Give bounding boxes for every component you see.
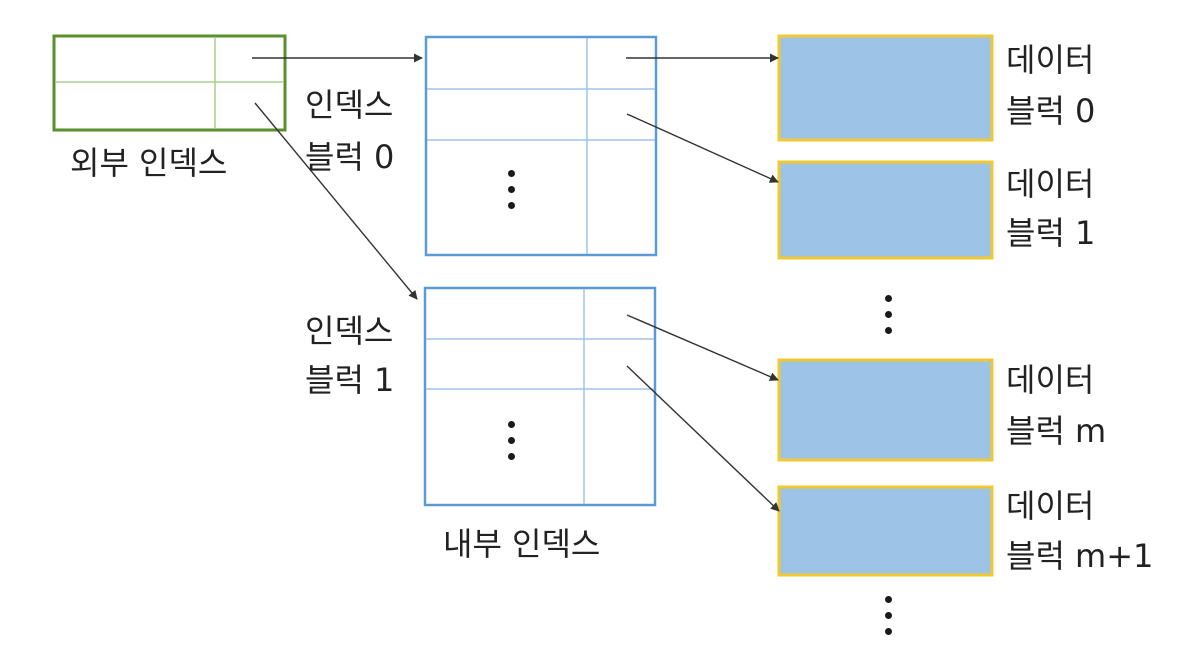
inner-index-group-label: 내부 인덱스 [443,525,601,563]
inner-index-0-label-line2: 블럭 0 [305,138,395,176]
data-block-0-label-line2: 블럭 0 [1006,92,1096,130]
outer-index-label: 외부 인덱스 [70,144,228,182]
data-block-1-label-line1: 데이터 [1006,165,1095,203]
outer-index-block [52,34,287,132]
data-block-m [777,358,994,462]
ellipsis-after-data-blocks [883,596,893,635]
data-block-m-plus-1-label-line2: 블럭 m+1 [1006,537,1154,575]
data-block-0-label-line1: 데이터 [1006,41,1095,79]
inner-index-1-label-line2: 블럭 1 [305,361,395,399]
ellipsis-inner-block-0 [506,170,516,209]
data-block-m-plus-1-label-line1: 데이터 [1006,487,1095,525]
arrow-inner1-to-data-m-plus-1 [626,365,780,512]
data-block-m-label-line1: 데이터 [1006,361,1095,399]
data-block-m-label-line2: 블럭 m [1006,412,1107,450]
data-block-0 [777,34,994,142]
arrow-outer-to-inner-1 [254,102,418,300]
inner-index-block-1 [423,286,657,507]
inner-index-1-label-line1: 인덱스 [305,312,394,350]
ellipsis-between-data-blocks [883,295,893,334]
arrow-inner0-to-data-1 [626,113,779,183]
data-block-1-label-line2: 블럭 1 [1006,214,1096,252]
arrow-inner1-to-data-m [626,314,779,381]
data-block-1 [777,160,994,260]
inner-index-0-label-line1: 인덱스 [305,86,394,124]
ellipsis-inner-block-1 [506,421,516,460]
inner-index-block-0 [424,35,658,257]
data-block-m-plus-1 [777,485,994,577]
